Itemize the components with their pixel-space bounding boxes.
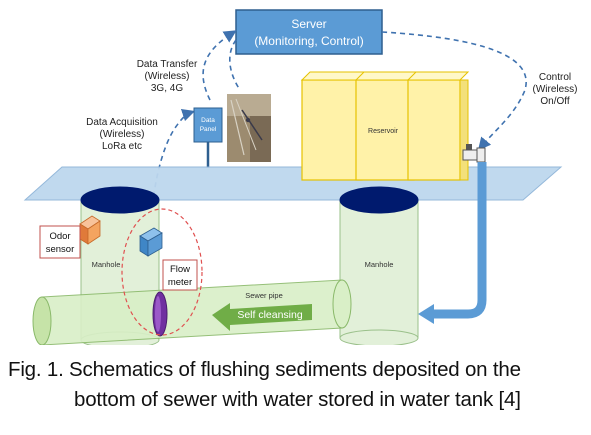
reservoir: Reservoir xyxy=(300,71,470,181)
svg-text:(Wireless): (Wireless) xyxy=(100,129,145,140)
server-subtitle: (Monitoring, Control) xyxy=(254,34,363,48)
data-transfer-link xyxy=(202,30,237,101)
svg-text:LoRa etc: LoRa etc xyxy=(102,141,142,152)
svg-text:meter: meter xyxy=(168,277,192,288)
server-to-photo-link xyxy=(228,39,241,91)
flush-water-pipe xyxy=(433,162,487,319)
svg-text:3G, 4G: 3G, 4G xyxy=(151,83,183,94)
server-box: Server (Monitoring, Control) xyxy=(235,9,383,55)
manhole-right-label: Manhole xyxy=(365,260,394,269)
svg-text:On/Off: On/Off xyxy=(540,96,569,107)
svg-text:Panel: Panel xyxy=(200,126,217,133)
svg-text:Flow: Flow xyxy=(170,264,190,275)
sensor-highlight-ellipse xyxy=(121,208,203,336)
sewer-pipe-label: Sewer pipe xyxy=(245,291,283,300)
svg-text:sensor: sensor xyxy=(46,244,75,255)
self-cleansing-label: Self cleansing xyxy=(237,309,303,321)
manhole-right: Manhole xyxy=(339,186,419,345)
flow-meter-label-box: Flow meter xyxy=(162,259,198,291)
caption-line-2: bottom of sewer with water stored in wat… xyxy=(74,388,521,411)
flush-water-arrowhead xyxy=(418,304,434,324)
svg-text:Data Transfer: Data Transfer xyxy=(137,59,198,70)
self-cleansing-arrow: Self cleansing xyxy=(212,303,312,331)
control-link xyxy=(381,31,527,151)
sensor-cube xyxy=(139,227,163,257)
data-acquisition-label: Data Acquisition (Wireless) LoRa etc xyxy=(86,117,158,152)
manhole-left-label: Manhole xyxy=(92,260,121,269)
server-title: Server xyxy=(291,17,326,31)
odor-sensor-label-box: Odor sensor xyxy=(39,225,81,259)
data-transfer-label: Data Transfer (Wireless) 3G, 4G xyxy=(137,59,198,94)
svg-text:Odor: Odor xyxy=(49,231,70,242)
svg-text:Data: Data xyxy=(201,117,215,124)
flushing-schematic-diagram: Server (Monitoring, Control) Data Transf… xyxy=(23,9,578,345)
svg-text:(Wireless): (Wireless) xyxy=(533,84,578,95)
caption-line-1: Fig. 1. Schematics of flushing sediments… xyxy=(8,358,521,381)
odor-sensor-cube xyxy=(79,215,101,245)
reservoir-label: Reservoir xyxy=(368,128,399,135)
svg-text:Control: Control xyxy=(539,72,571,83)
data-panel: Data Panel xyxy=(193,107,223,168)
control-valve xyxy=(462,144,486,163)
svg-text:Data Acquisition: Data Acquisition xyxy=(86,117,158,128)
installation-photo xyxy=(227,94,271,162)
svg-text:(Wireless): (Wireless) xyxy=(145,71,190,82)
control-label: Control (Wireless) On/Off xyxy=(533,72,578,107)
flow-meter-device xyxy=(152,291,168,337)
